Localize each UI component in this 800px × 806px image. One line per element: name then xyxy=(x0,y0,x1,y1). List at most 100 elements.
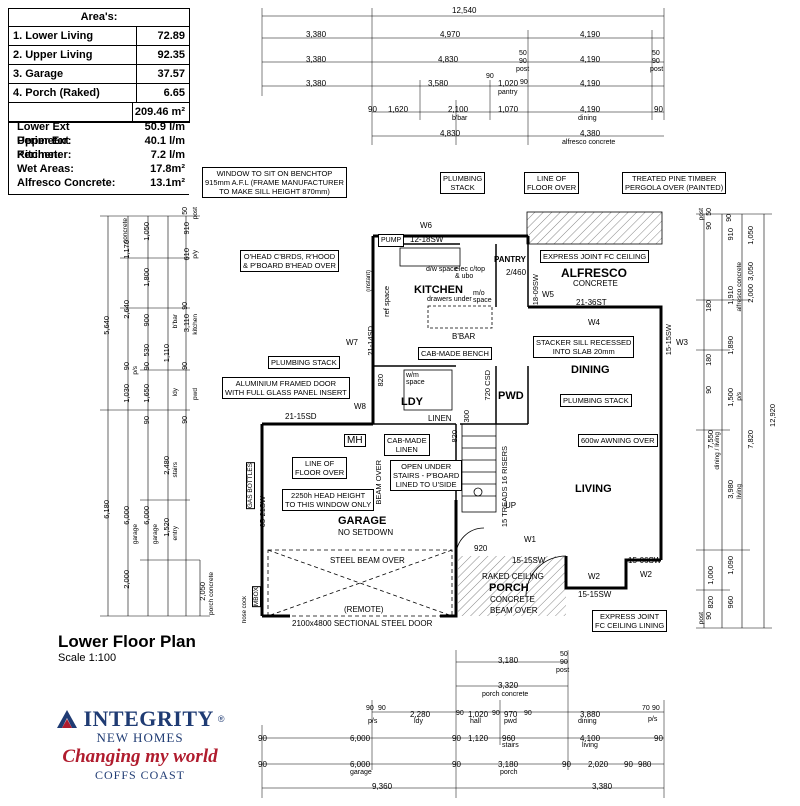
dim-bottom-r4: 4,100 xyxy=(580,734,601,743)
room-dining: DINING xyxy=(571,364,610,376)
dim-top-r5: 4,190 xyxy=(580,105,601,114)
company-logo: INTEGRITY® NEW HOMES Changing my world C… xyxy=(40,706,240,783)
dim-left-small-label: pwd xyxy=(192,388,199,400)
dim-bottom-r5-label: garage xyxy=(350,769,372,776)
dim-bottom-r6: 9,360 xyxy=(372,782,393,791)
beam-over-garage: BEAM OVER xyxy=(374,460,383,505)
window-tag-w1: W1 xyxy=(524,535,536,544)
callout-window-bench: WINDOW TO SIT ON BENCHTOP 915mm A.F.L (F… xyxy=(202,167,347,198)
dim-top-r5: 1,620 xyxy=(388,105,409,114)
dim-820a: 820 xyxy=(376,374,385,387)
porch-sub: CONCRETE xyxy=(490,595,535,604)
dim-bottom-r5: 3,180 xyxy=(498,760,519,769)
window-tag-w2a: W2 xyxy=(588,572,600,581)
dim-right-r2: 1,910 xyxy=(726,286,735,305)
door-size-garage: 21-15SD xyxy=(285,412,317,421)
dim-top-r3: 90 xyxy=(519,58,527,65)
mo-space-label: m/o space xyxy=(473,290,492,304)
stat-row: Kitchen:7.2 l/m xyxy=(17,149,185,161)
callout-pergola: TREATED PINE TIMBER PERGOLA OVER (PAINTE… xyxy=(622,172,727,194)
area-table-heading: Area's: xyxy=(9,9,189,27)
dim-left-small: 910 xyxy=(182,222,191,235)
dim-bottom-r3: 90 xyxy=(456,710,464,717)
dim-right-r3: 90 xyxy=(706,222,713,230)
dim-right-r3-label: dining / living xyxy=(714,432,721,470)
area-row: 4. Porch (Raked)6.65 xyxy=(9,84,189,103)
dim-bottom-r5: 90 xyxy=(452,760,461,769)
dim-right-r2-label: p/s xyxy=(736,392,743,401)
top-dimension-lines xyxy=(261,8,665,145)
dim-bottom-r1: 50 xyxy=(560,651,568,658)
window-size-porch: 15-15SW xyxy=(512,556,546,565)
dim-top-r2: 3,380 xyxy=(306,30,327,39)
dim-bottom-r3: 90 xyxy=(378,705,386,712)
dim-bottom-r3: 90 xyxy=(492,710,500,717)
dim-bottom-r3: 970 xyxy=(504,710,518,719)
dim-bottom-r4-label: stairs xyxy=(502,742,519,749)
dim-left-inner: 1,050 xyxy=(142,222,151,241)
dim-bottom-r5: 2,020 xyxy=(588,760,609,769)
dim-left-small: 610 xyxy=(182,248,191,261)
mbox-label: MBOX xyxy=(252,586,261,608)
ref-space-label: ref space xyxy=(382,286,391,317)
dim-left-inner: 6,000 xyxy=(142,506,151,525)
dim-right-r2: 1,890 xyxy=(726,336,735,355)
dim-top-r5: 1,070 xyxy=(498,105,519,114)
dim-top-r3: 3,380 xyxy=(306,55,327,64)
dim-top-r2: 4,190 xyxy=(580,30,601,39)
room-ldy: LDY xyxy=(401,396,423,408)
gas-bottles-label: GAS BOTTLES xyxy=(246,462,255,510)
dim-top-r5: 90 xyxy=(368,105,377,114)
exterior-walls xyxy=(260,234,663,618)
room-porch: PORCH xyxy=(489,582,529,594)
dim-bottom-r4-label: living xyxy=(582,742,598,749)
stat-row: Lower Ext Perimeter:50.9 l/m xyxy=(17,121,185,147)
bottom-dimension-lines xyxy=(261,650,665,798)
dim-bottom-r3-label: ldy xyxy=(414,718,423,725)
dim-left-small: 50 xyxy=(182,207,189,215)
dim-bottom-r2: 3,320 xyxy=(498,681,519,690)
callout-line-floor-top: LINE OF FLOOR OVER xyxy=(524,172,580,194)
room-garage: GARAGE xyxy=(338,515,387,527)
area-total: 209.46 m² xyxy=(9,103,189,122)
dim-bottom-r3-label: hall xyxy=(470,718,481,725)
callout-plumbing-top: PLUMBING STACK xyxy=(440,172,486,194)
window-size-right: 15-15SW xyxy=(664,324,673,356)
dim-right-r3: 180 xyxy=(706,354,713,366)
dim-bottom-r3-label: p/s xyxy=(368,718,378,725)
elec-label: elec c/top & ubo xyxy=(455,266,485,280)
dim-left-mid-label: p/s xyxy=(132,366,139,375)
dim-bottom-r3: 90 xyxy=(366,705,374,712)
room-pwd: PWD xyxy=(498,390,524,402)
dim-left-inner: 90 xyxy=(142,362,151,371)
dim-bottom-r5: 6,000 xyxy=(350,760,371,769)
dim-right-r2: 90 xyxy=(726,214,733,222)
stat-row: Wet Areas:17.8m² xyxy=(17,163,185,175)
logo-mark-icon xyxy=(57,710,78,728)
dim-left-small-label: post xyxy=(192,207,199,220)
dim-top-r6: 4,380 xyxy=(580,129,601,138)
dim-left-outer: 5,640 xyxy=(102,316,111,335)
window-tag-w2b: W2 xyxy=(640,570,652,579)
dim-bottom-r3: 2,280 xyxy=(410,710,431,719)
dim-right-r3: 90 xyxy=(706,386,713,394)
dim-left-mid: 90 xyxy=(122,362,131,371)
dim-bottom-r3: 90 xyxy=(524,710,532,717)
dim-top-r5-label: dining xyxy=(578,115,597,122)
linen-label: LINEN xyxy=(428,414,452,423)
treads-label: 15 TREADS 16 RISERS xyxy=(500,446,509,528)
callout-alum-door: ALUMINIUM FRAMED DOOR WITH FULL GLASS PA… xyxy=(222,377,350,399)
dim-top-r5: 2,100 xyxy=(448,105,469,114)
room-kitchen: KITCHEN xyxy=(414,284,463,296)
dim-bottom-r3: 90 xyxy=(652,705,660,712)
wm-space-label: w/m space xyxy=(406,372,425,386)
callout-stacker: STACKER SILL RECESSED INTO SLAB 20mm xyxy=(533,336,635,358)
dim-left-inner: 530 xyxy=(142,344,151,357)
dim-right-r2: 1,090 xyxy=(726,556,735,575)
window-tag-w5: W5 xyxy=(542,290,554,299)
dim-bottom-r5: 90 xyxy=(258,760,267,769)
stairs-up-label: UP xyxy=(505,501,517,510)
dim-left-inner: 900 xyxy=(142,314,151,327)
